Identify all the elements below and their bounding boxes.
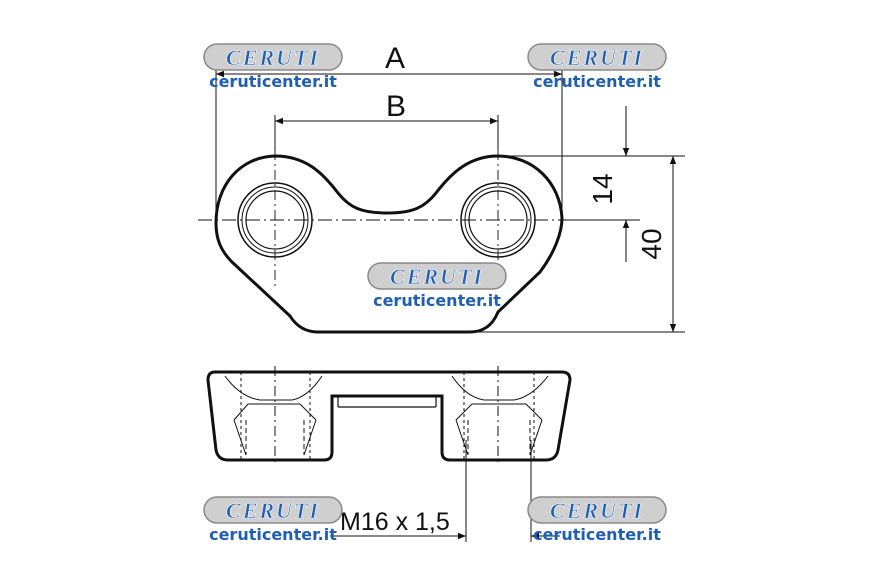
dim-a-label: A <box>385 42 405 75</box>
watermark-logo-text: CERUTI <box>226 498 320 523</box>
watermark-logo-badge <box>527 496 667 524</box>
right-hole-outer <box>460 182 536 258</box>
watermark-logo-badge <box>203 496 343 524</box>
watermark-url: ceruticenter.it <box>373 291 501 310</box>
watermark-logo-badge <box>367 262 507 290</box>
right-hole-mid <box>464 186 532 254</box>
dimension-lines <box>215 68 685 542</box>
side-view <box>206 366 572 466</box>
right-hole-inner <box>468 190 528 250</box>
watermark-bottom-left: CERUTI ceruticenter.it <box>203 496 343 544</box>
watermark-url: ceruticenter.it <box>533 72 661 91</box>
left-cavity <box>224 366 323 466</box>
left-hole-outer <box>237 182 313 258</box>
watermark-center: CERUTI ceruticenter.it <box>367 262 507 310</box>
top-view <box>198 150 620 334</box>
watermark-logo-text: CERUTI <box>550 498 644 523</box>
watermark-url: ceruticenter.it <box>209 525 337 544</box>
watermark-logo-text: CERUTI <box>226 45 320 70</box>
watermark-logo-badge <box>203 43 343 71</box>
watermark-logo-badge <box>527 43 667 71</box>
thread-label: M16 x 1,5 <box>340 508 450 536</box>
right-cavity <box>451 366 549 466</box>
left-hole-inner <box>245 190 305 250</box>
watermark-logo-text: CERUTI <box>390 264 484 289</box>
watermark-top-left: CERUTI ceruticenter.it <box>203 43 343 91</box>
top-view-outline <box>214 154 564 334</box>
watermark-url: ceruticenter.it <box>209 72 337 91</box>
dim-b-label: B <box>386 90 406 123</box>
watermark-bottom-right: CERUTI ceruticenter.it <box>527 496 667 544</box>
watermark-top-right: CERUTI ceruticenter.it <box>527 43 667 91</box>
watermark-logo-text: CERUTI <box>550 45 644 70</box>
side-view-outline <box>206 370 572 462</box>
dim-14-label: 14 <box>587 173 618 204</box>
dim-40-label: 40 <box>636 228 667 259</box>
left-hole-mid <box>241 186 309 254</box>
watermark-url: ceruticenter.it <box>533 525 661 544</box>
